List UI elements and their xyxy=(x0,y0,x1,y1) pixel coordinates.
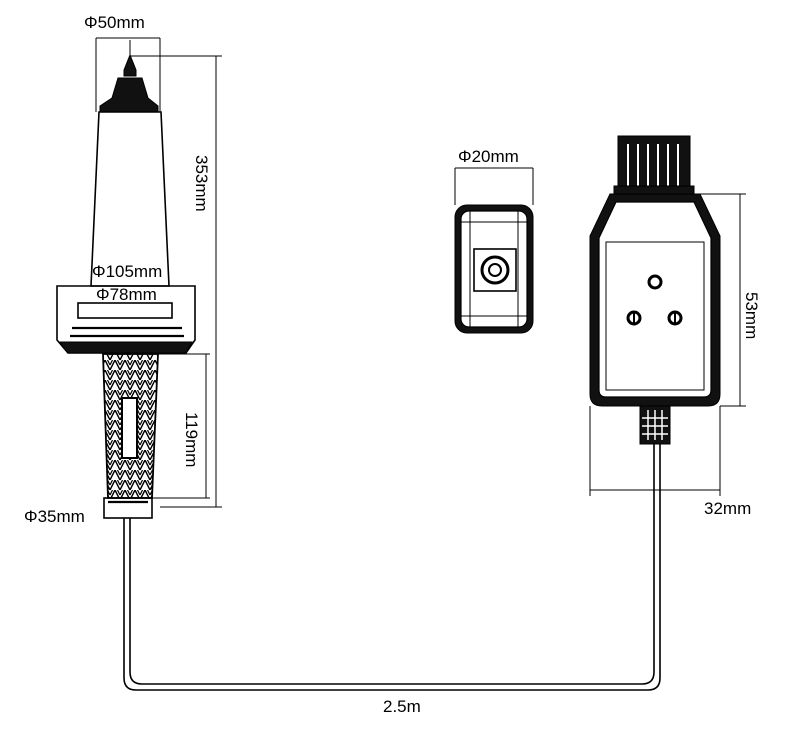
probe-handle-window xyxy=(121,397,138,459)
probe-insulator xyxy=(90,111,170,287)
box-height-label: 53mm xyxy=(742,292,761,339)
connector xyxy=(454,204,534,334)
flange-outer-label: Φ105mm xyxy=(92,262,162,281)
handle-length-label: 119mm xyxy=(182,412,201,467)
flange-inner-label: Φ78mm xyxy=(96,285,157,304)
terminal-box xyxy=(589,135,721,445)
probe-dimensions: Φ50mm 353mm Φ105mm Φ78mm 119mm Φ35mm xyxy=(24,13,222,526)
terminal-top xyxy=(647,274,663,290)
cable: 2.5m xyxy=(123,444,661,716)
cable-length-label: 2.5m xyxy=(383,697,421,716)
probe-flange-ring xyxy=(77,302,173,319)
terminal-dimensions: 53mm 32mm xyxy=(589,193,761,518)
tip-diameter-label: Φ50mm xyxy=(84,13,145,32)
probe-tip xyxy=(123,53,137,77)
connector-dimensions: Φ20mm xyxy=(454,147,534,205)
box-width-label: 32mm xyxy=(704,499,751,518)
probe-handle-end xyxy=(103,497,153,519)
connector-diameter-label: Φ20mm xyxy=(458,147,519,166)
probe-tip-collar xyxy=(99,77,159,113)
handle-end-label: Φ35mm xyxy=(24,507,85,526)
probe-length-label: 353mm xyxy=(192,155,211,212)
connector-socket-frame xyxy=(473,248,517,292)
probe-body xyxy=(56,40,196,519)
